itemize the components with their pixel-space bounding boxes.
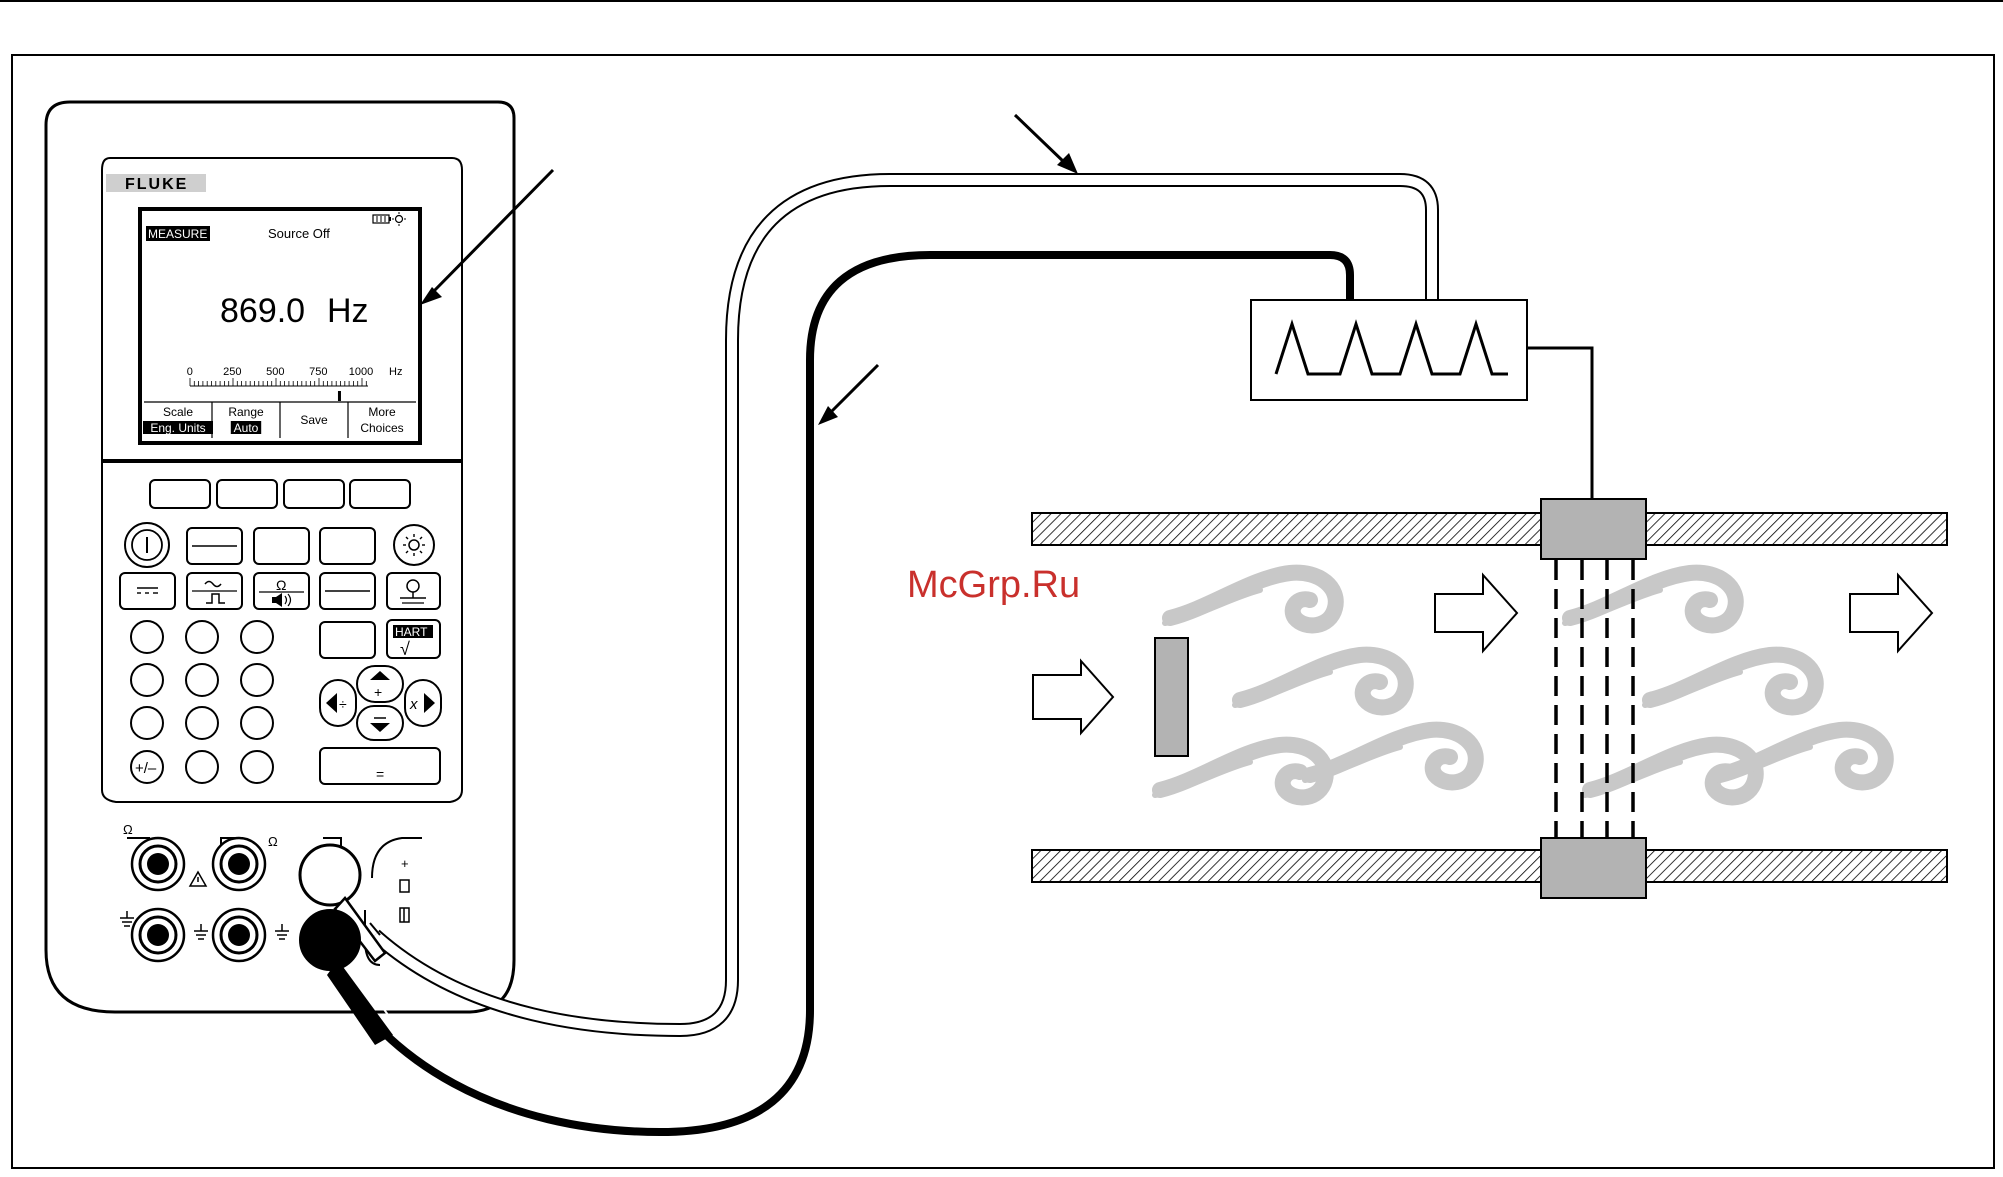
pipe-wall-bottom — [1032, 850, 1947, 882]
backlight-button[interactable] — [394, 525, 434, 565]
scale-tick-label: 250 — [223, 366, 241, 378]
dc-key[interactable] — [120, 573, 175, 609]
power-button[interactable] — [125, 523, 169, 567]
keypad-key[interactable] — [131, 707, 163, 739]
softkey-value: Auto — [234, 421, 259, 435]
keypad-key[interactable] — [241, 621, 273, 653]
main-reading-unit: Hz — [327, 292, 369, 330]
equals-label: = — [376, 766, 384, 782]
softkey-1[interactable] — [150, 480, 210, 508]
softkey-value: Eng. Units — [150, 421, 205, 435]
softkey-value: Choices — [360, 421, 403, 435]
keypad-key[interactable] — [241, 751, 273, 783]
keypad-key[interactable] — [241, 707, 273, 739]
flow-arrow-middle — [1435, 575, 1517, 651]
white-lead-callout-line — [1015, 115, 1065, 163]
pipe-section — [1032, 499, 1947, 898]
keypad-key[interactable] — [186, 621, 218, 653]
softkey-4[interactable] — [350, 480, 410, 508]
brand-logo: FLUKE — [125, 176, 188, 193]
function-key-2[interactable] — [254, 528, 309, 564]
softkey-2[interactable] — [217, 480, 277, 508]
keypad-key[interactable] — [131, 664, 163, 696]
divide-label: ÷ — [339, 696, 347, 712]
keypad-key[interactable] — [241, 664, 273, 696]
plus-label: + — [374, 684, 382, 700]
jack-plus-label: + — [401, 856, 409, 871]
sqrt-icon: √ — [400, 639, 410, 659]
scale-unit-label: Hz — [389, 366, 402, 378]
scale-tick-label: 500 — [266, 366, 284, 378]
plus-minus-label: +/– — [135, 760, 157, 777]
flow-arrow-inlet — [1033, 661, 1113, 733]
scale-tick-label: 750 — [309, 366, 327, 378]
softkey-label: Scale — [163, 405, 193, 419]
sensor-bottom — [1541, 838, 1646, 898]
bluff-body — [1155, 638, 1188, 756]
function-key-5[interactable] — [320, 622, 375, 658]
jack-ohm-label-right: Ω — [268, 834, 278, 849]
scale-tick-label: 0 — [187, 366, 193, 378]
white-lead-callout-arrowhead — [1057, 153, 1078, 174]
sensor-top — [1541, 499, 1646, 559]
scale-tick-label: 1000 — [349, 366, 373, 378]
keypad-key[interactable] — [186, 664, 218, 696]
watermark: McGrp.Ru — [907, 564, 1080, 606]
black-lead-callout-line — [830, 365, 878, 413]
flow-arrow-outlet — [1850, 575, 1932, 651]
softkey-3[interactable] — [284, 480, 344, 508]
softkey-label: More — [368, 405, 396, 419]
left-divide-key[interactable] — [320, 680, 356, 726]
jack-ohm-label-left: Ω — [123, 822, 133, 837]
hart-label: HART — [395, 625, 428, 639]
softkey-label: Range — [228, 405, 264, 419]
signal-conditioner — [1251, 300, 1592, 502]
ohm-icon: Ω — [276, 577, 286, 593]
mode-indicator: MEASURE — [148, 227, 207, 241]
function-key-3[interactable] — [320, 528, 375, 564]
main-reading: 869.0 — [220, 292, 305, 330]
vortex-swirls — [1155, 573, 1886, 798]
softkey-label: Save — [300, 413, 328, 427]
calibrator-device: FLUKE MEASURE Source Off 869.0 Hz 0 250 50… — [46, 102, 514, 1012]
bar-graph-pointer — [338, 391, 341, 401]
pipe-wall-top — [1032, 513, 1947, 545]
source-status: Source Off — [268, 226, 330, 241]
multiply-label: x — [409, 696, 418, 713]
keypad-key[interactable] — [186, 707, 218, 739]
keypad-key[interactable] — [186, 751, 218, 783]
sensor-wire — [1527, 348, 1592, 502]
keypad-key[interactable] — [131, 621, 163, 653]
